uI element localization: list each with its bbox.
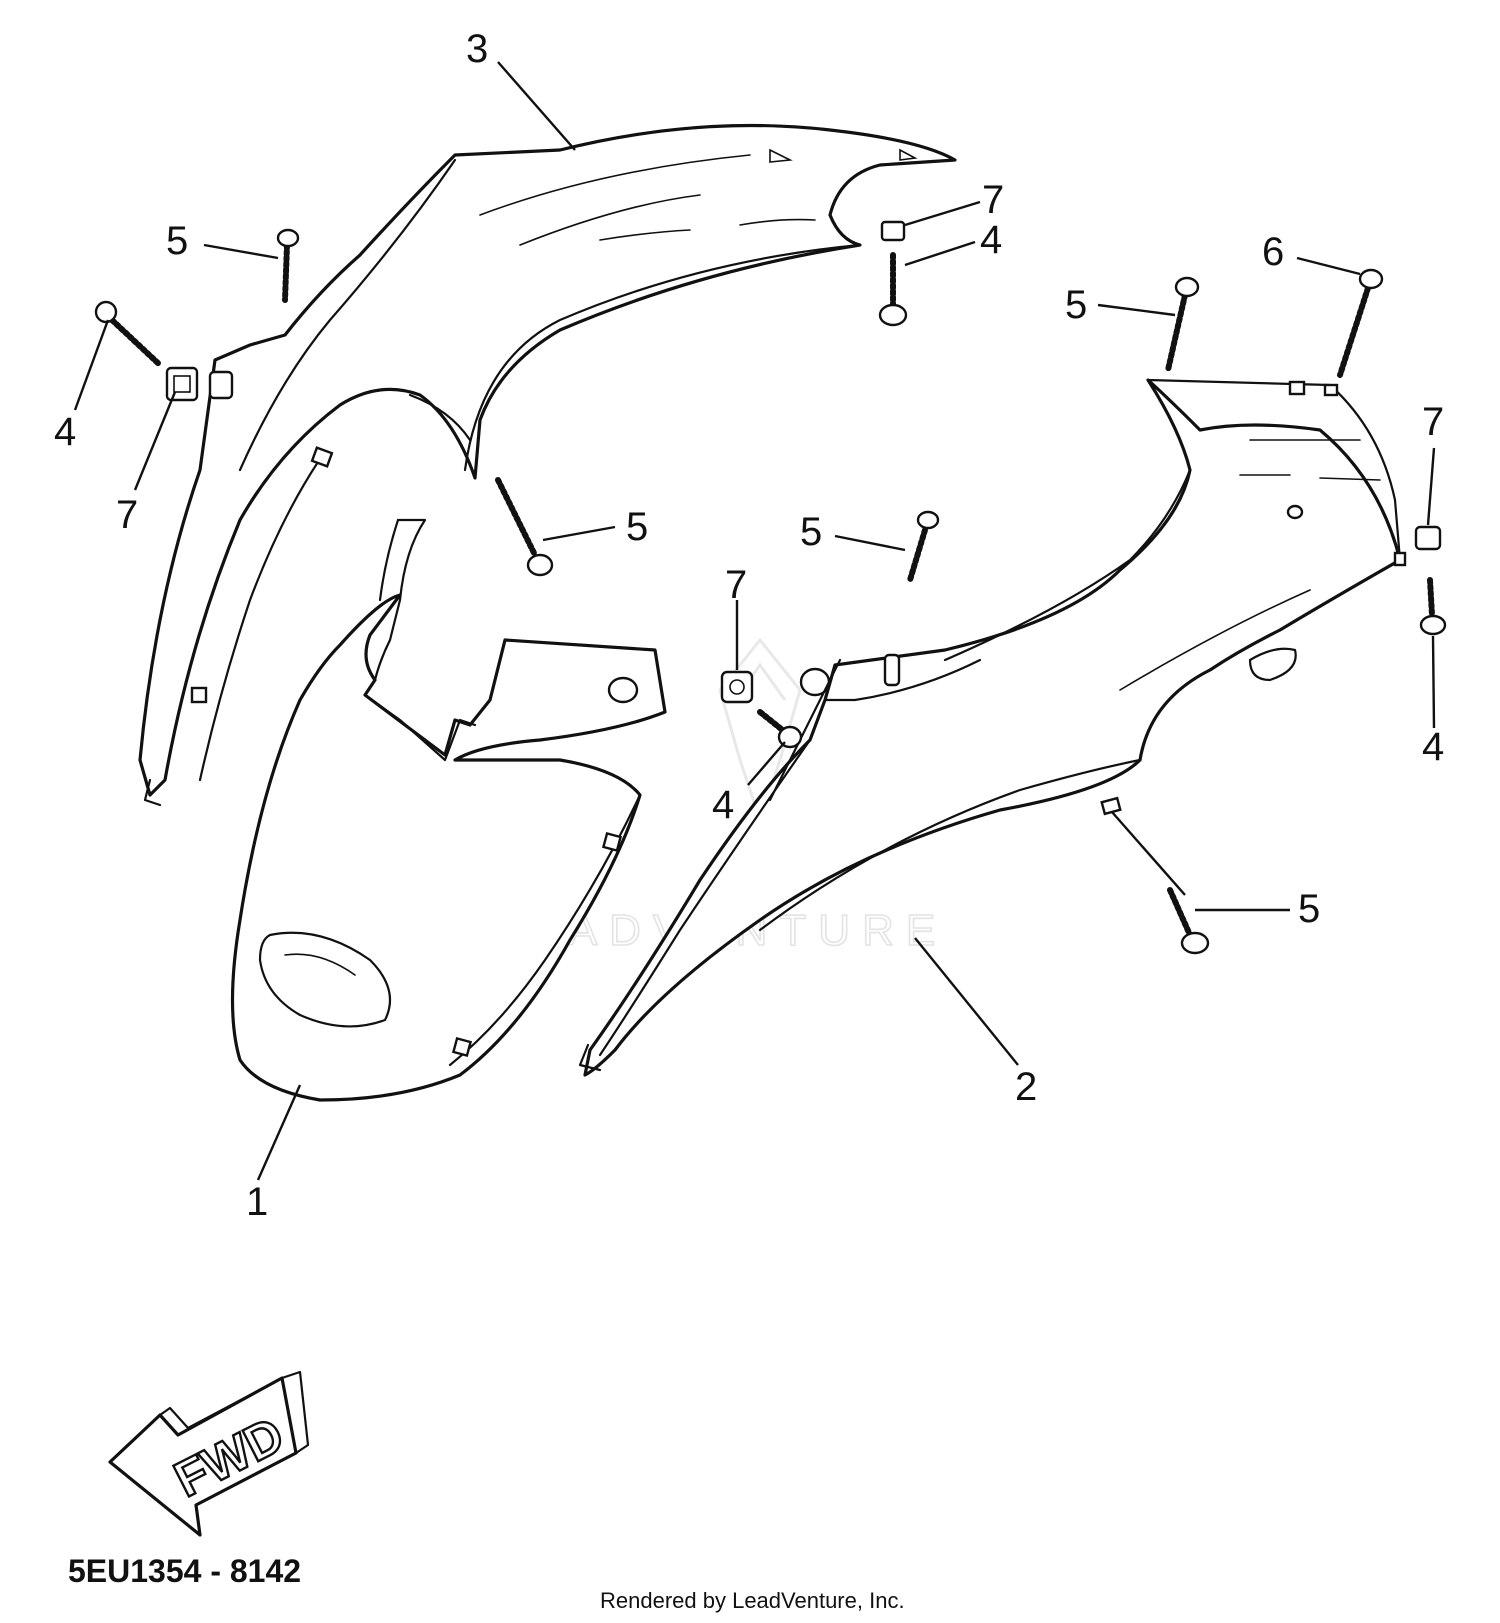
- callout-1: 1: [246, 1180, 268, 1224]
- callout-4-right: 4: [1422, 725, 1444, 769]
- callout-6: 6: [1262, 230, 1284, 274]
- credit-text: Rendered by LeadVenture, Inc.: [600, 1588, 905, 1613]
- screw-4-middle[interactable]: [757, 709, 803, 749]
- bolt-5-center[interactable]: [495, 477, 554, 577]
- drawing-code: 5EU1354 - 8142: [68, 1553, 301, 1589]
- callout-5-lower-right: 5: [1298, 887, 1320, 931]
- part-3-upper-cover[interactable]: [138, 123, 957, 807]
- callout-5-upper-left: 5: [166, 219, 188, 263]
- callout-5-center: 5: [626, 505, 648, 549]
- callout-3: 3: [466, 27, 488, 71]
- callout-5-right-upper: 5: [1065, 283, 1087, 327]
- bolt-5-middle[interactable]: [907, 510, 940, 583]
- screw-4-right[interactable]: [1419, 577, 1447, 636]
- callout-4-left: 4: [54, 410, 76, 454]
- part-2-lower-cover[interactable]: [578, 378, 1407, 1077]
- bolt-5-upper-left[interactable]: [276, 228, 300, 303]
- nut-7-upper[interactable]: [880, 220, 906, 242]
- callout-7-middle: 7: [725, 563, 747, 607]
- screw-4-left[interactable]: [94, 300, 163, 368]
- part-1-front-fender[interactable]: [230, 518, 667, 1102]
- callout-4-middle: 4: [712, 783, 734, 827]
- callout-2: 2: [1015, 1065, 1037, 1109]
- nut-7-left[interactable]: [165, 366, 199, 402]
- callout-7-left: 7: [116, 493, 138, 537]
- callout-7-upper: 7: [982, 178, 1004, 222]
- callout-5-middle: 5: [800, 510, 822, 554]
- callout-4-upper: 4: [980, 218, 1002, 262]
- nut-7-middle[interactable]: [720, 670, 754, 704]
- screw-4-upper[interactable]: [878, 252, 908, 327]
- fwd-direction-arrow: FWD: [108, 1370, 310, 1537]
- nut-7-right[interactable]: [1414, 525, 1442, 551]
- callout-numbers: 3 5 4 7 7 4 5 6 5 5 7 4 7 4 5 2 1: [54, 27, 1444, 1224]
- callout-7-right: 7: [1422, 400, 1444, 444]
- leader-lines: [73, 61, 1436, 1181]
- bolt-5-right-upper[interactable]: [1165, 276, 1200, 373]
- fasteners: [94, 220, 1447, 955]
- bolt-5-lower-right[interactable]: [1167, 887, 1210, 955]
- bolt-6[interactable]: [1337, 268, 1384, 378]
